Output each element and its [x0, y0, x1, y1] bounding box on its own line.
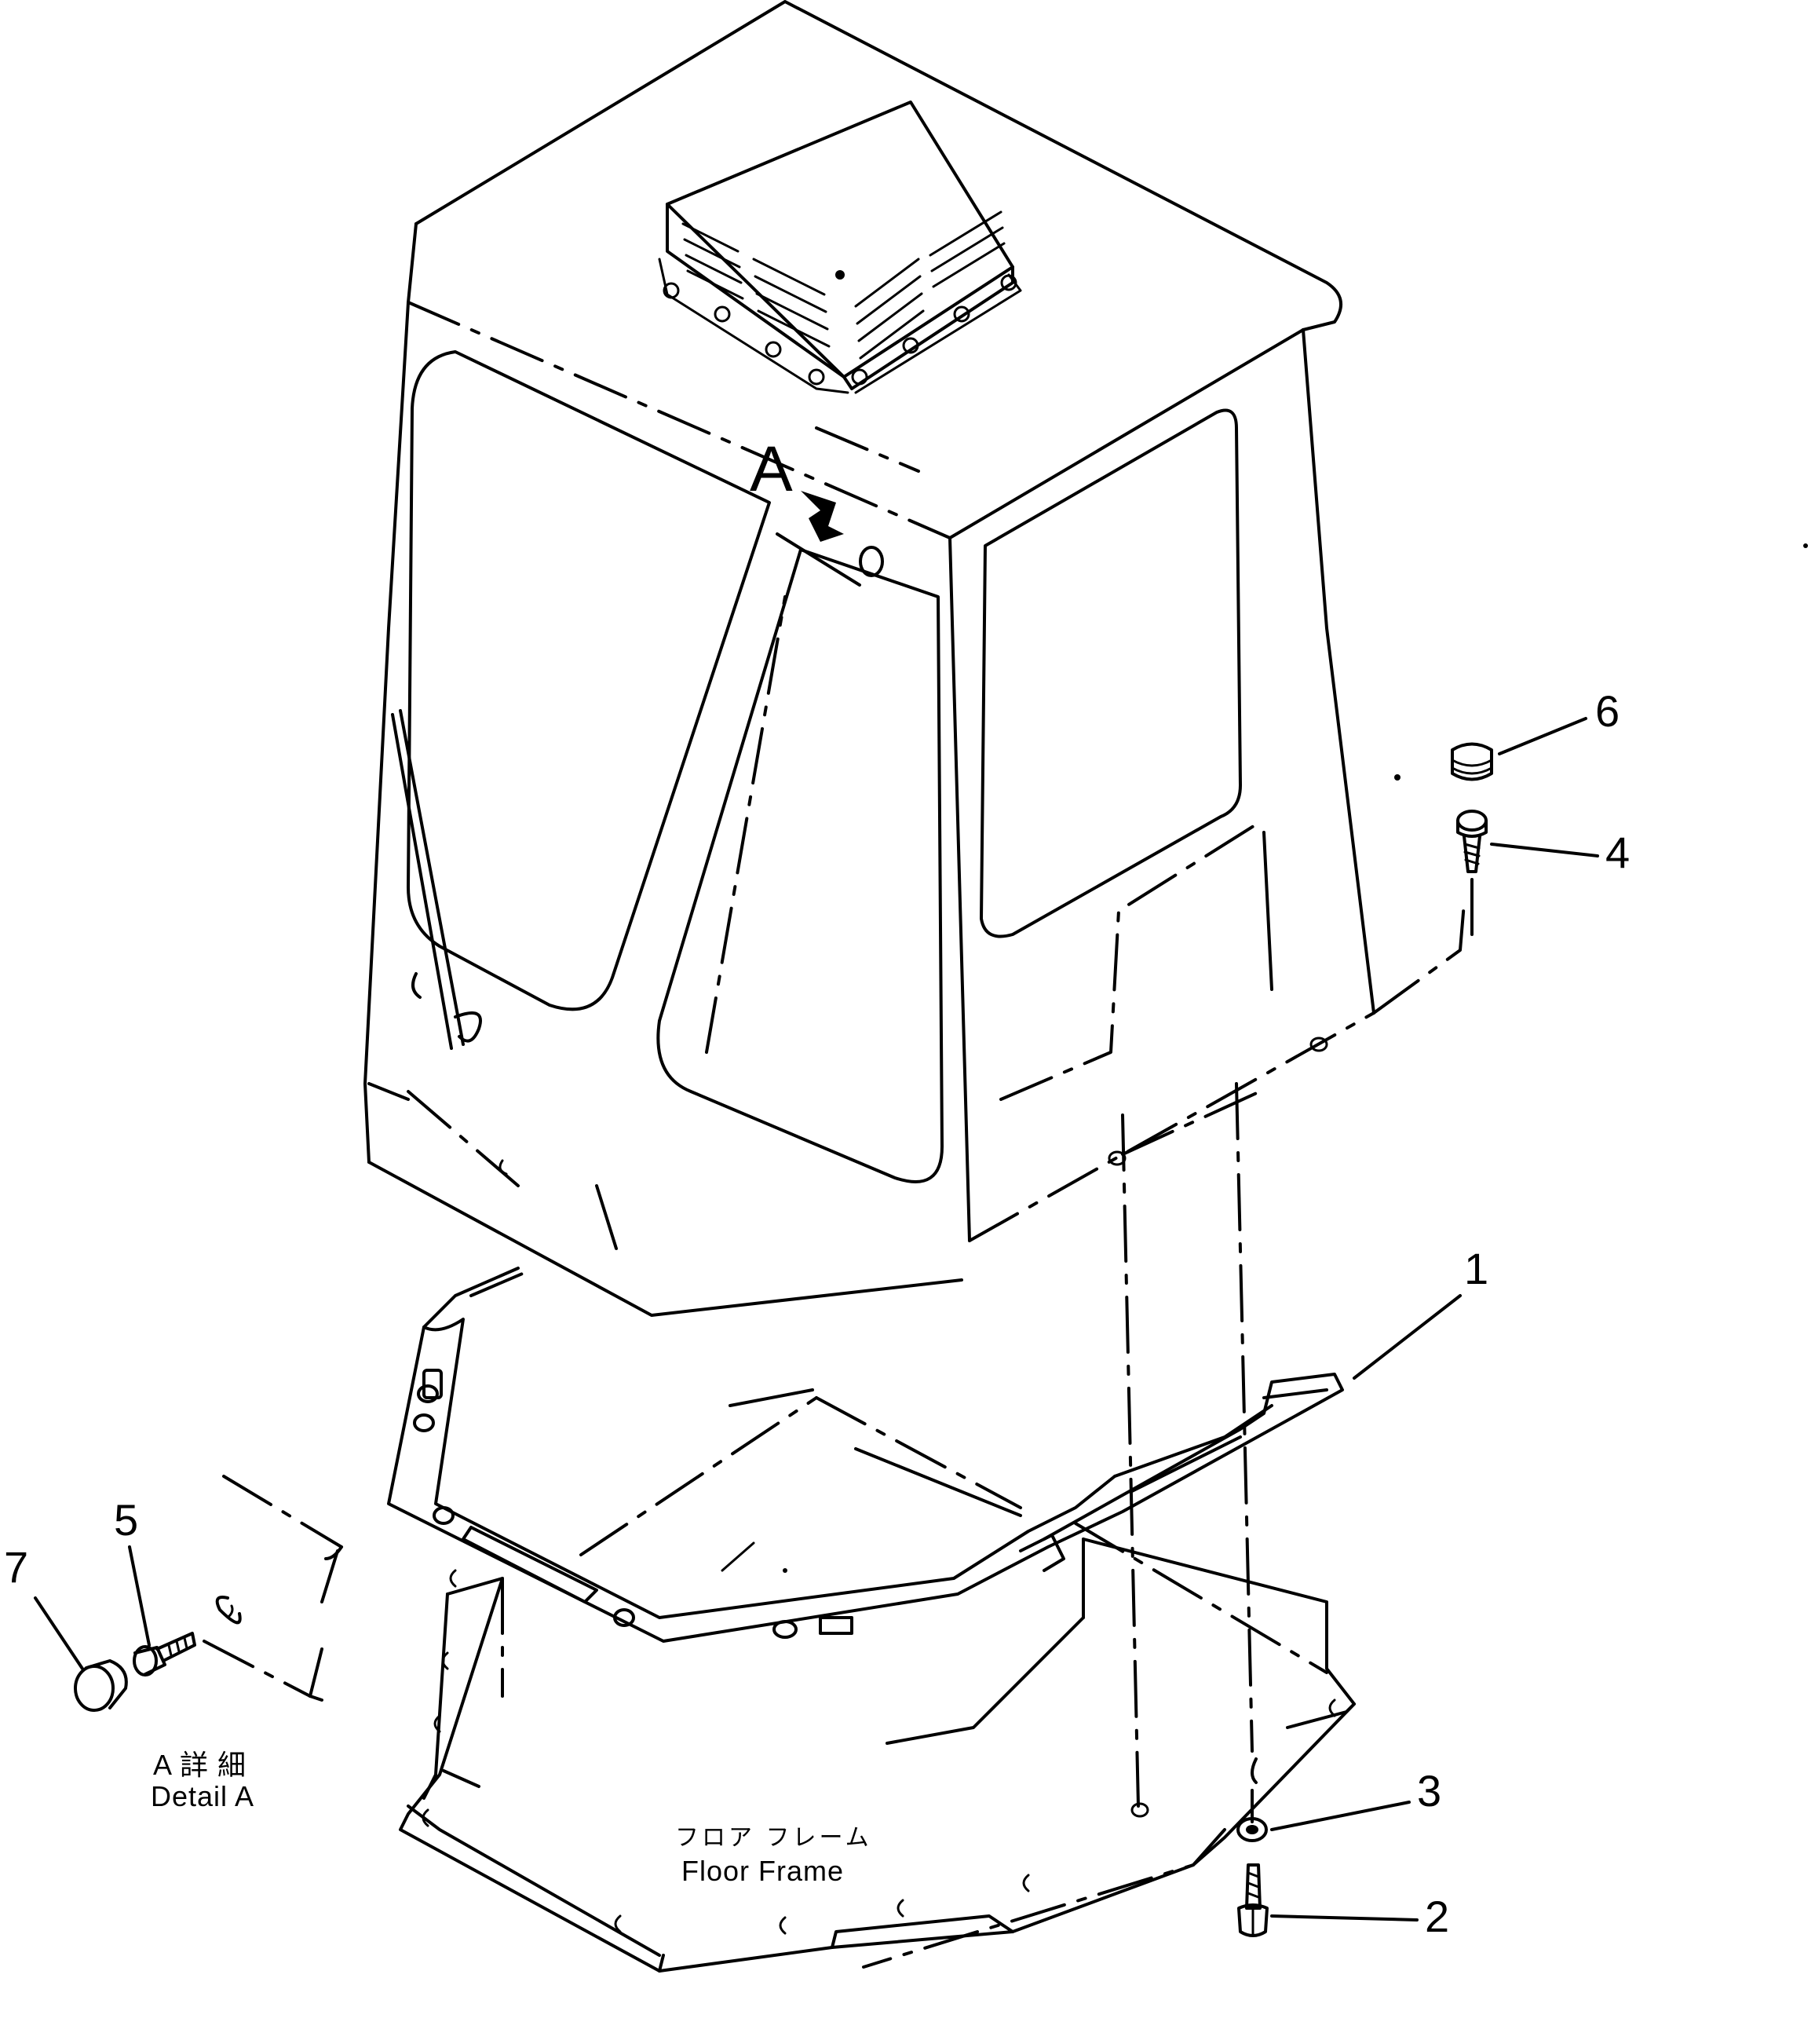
- callout-1: 1: [1464, 1244, 1488, 1293]
- part-6-cap: [1451, 742, 1493, 781]
- part-5-flange-bolt: [133, 1632, 196, 1677]
- floor-frame: フロア フレーム Floor Frame: [399, 1522, 1356, 1973]
- callout-3: 3: [1417, 1766, 1441, 1815]
- view-a-marker: A: [750, 433, 793, 505]
- floor-frame-label-jp: フロア フレーム: [675, 1824, 872, 1852]
- callout-2: 2: [1425, 1892, 1449, 1941]
- cab-seal-gasket: [387, 1267, 1344, 1643]
- alignment-lines: [1108, 1037, 1328, 1823]
- speck: [783, 1568, 787, 1573]
- detail-a-label: A 詳 細 Detail A: [151, 1749, 254, 1812]
- detail-a-label-jp: A 詳 細: [153, 1749, 247, 1781]
- leader-lines: [34, 717, 1599, 1922]
- callout-5: 5: [114, 1495, 138, 1545]
- floor-frame-label: フロア フレーム Floor Frame: [675, 1824, 872, 1887]
- callout-4: 4: [1605, 828, 1630, 877]
- part-2-bolt: [1237, 1863, 1269, 1937]
- part-4-flange-bolt: [1456, 810, 1488, 873]
- detail-a-label-en: Detail A: [151, 1780, 254, 1812]
- part-7-plug: [74, 1659, 128, 1712]
- detail-a-view: A 詳 細 Detail A: [74, 1475, 343, 1812]
- floor-frame-label-en: Floor Frame: [681, 1855, 844, 1887]
- roof-air-conditioner: [658, 101, 1022, 394]
- callout-6: 6: [1595, 686, 1620, 736]
- cab-body: [363, 0, 1466, 1317]
- speck: [1394, 774, 1401, 781]
- part-3-washer: [1236, 1817, 1268, 1842]
- callout-7: 7: [4, 1542, 28, 1592]
- speck: [1803, 543, 1808, 548]
